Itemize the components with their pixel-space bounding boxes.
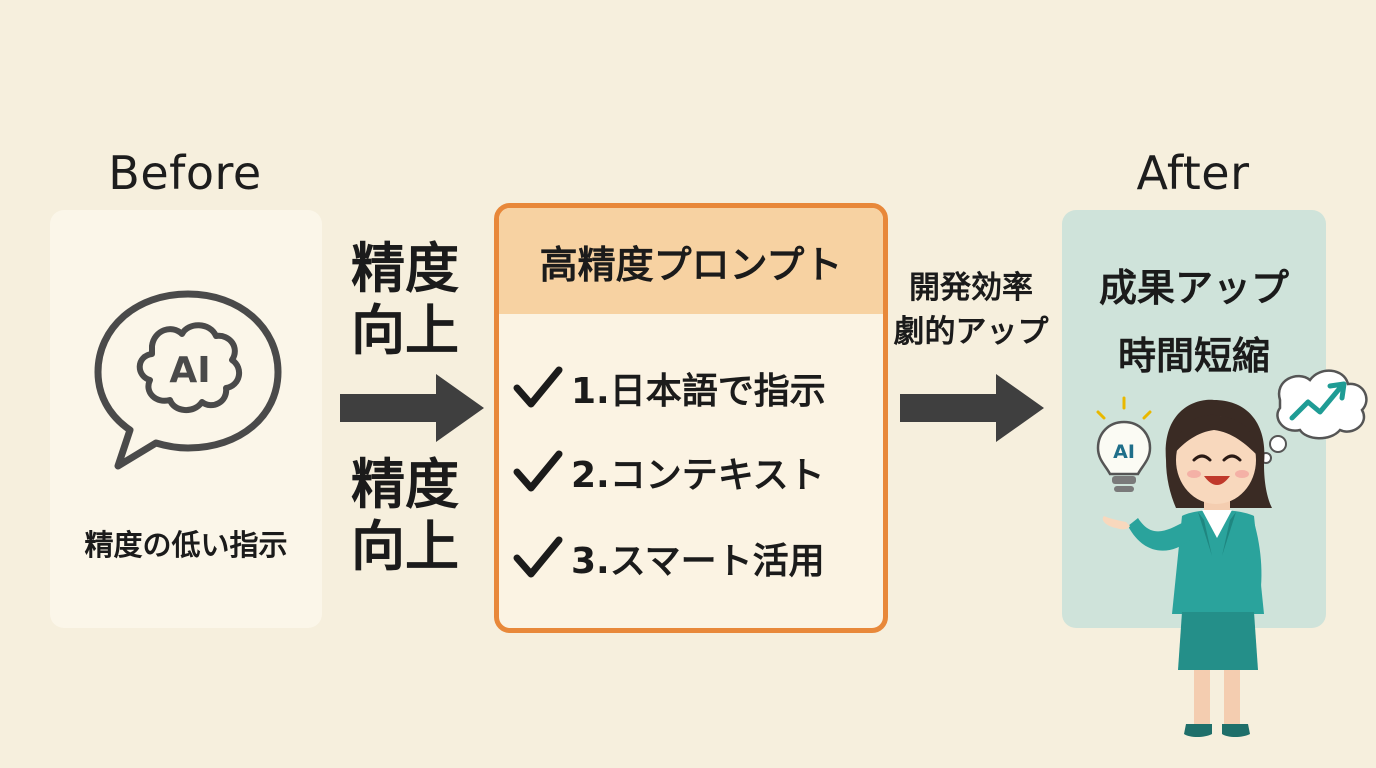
- ai-lightbulb-icon: AI: [1096, 396, 1152, 492]
- accuracy-label-top-line1: 精度: [351, 237, 459, 300]
- right-arrow-icon: [340, 374, 484, 442]
- accuracy-label-top: 精度 向上: [340, 238, 470, 362]
- ai-label: AI: [169, 350, 210, 391]
- before-heading: Before: [108, 146, 262, 200]
- growth-chart-thought-icon: [1260, 369, 1368, 464]
- checklist-item-label: 3.スマート活用: [571, 541, 825, 582]
- after-heading: After: [1136, 146, 1250, 200]
- checklist-item-label: 2.コンテキスト: [571, 455, 825, 496]
- accuracy-label-top-line2: 向上: [351, 299, 459, 362]
- before-panel: AI 精度の低い指示: [50, 210, 322, 628]
- after-title-line2: 時間短縮: [1117, 334, 1270, 378]
- before-caption: 精度の低い指示: [84, 528, 288, 562]
- high-precision-prompt-box: 高精度プロンプト 1.日本語で指示 2.コンテキスト 3.スマート活用: [494, 203, 888, 633]
- checkmark-icon: [513, 450, 563, 492]
- checklist-item: 2.コンテキスト: [511, 442, 881, 502]
- center-title: 高精度プロンプト: [499, 208, 883, 314]
- accuracy-label-bottom: 精度 向上: [340, 454, 470, 578]
- businesswoman-illustration: AI: [1096, 369, 1368, 737]
- checklist-item-label: 1.日本語で指示: [571, 371, 826, 412]
- accuracy-label-bottom-line2: 向上: [351, 515, 459, 578]
- checkmark-icon: [513, 536, 563, 578]
- after-title-line1: 成果アップ: [1098, 266, 1289, 310]
- after-title: 成果アップ 時間短縮: [1062, 254, 1326, 390]
- efficiency-label: 開発効率 劇的アップ: [886, 266, 1056, 354]
- bulb-ai-label: AI: [1113, 441, 1135, 463]
- checkmark-icon: [513, 366, 563, 408]
- checklist-item: 3.スマート活用: [511, 528, 881, 588]
- efficiency-label-line2: 劇的アップ: [893, 314, 1049, 350]
- ai-speech-bubble-icon: AI: [94, 290, 282, 470]
- right-arrow-icon: [900, 374, 1044, 442]
- accuracy-label-bottom-line1: 精度: [351, 453, 459, 516]
- checklist-item: 1.日本語で指示: [511, 358, 881, 418]
- efficiency-label-line1: 開発効率: [909, 270, 1033, 306]
